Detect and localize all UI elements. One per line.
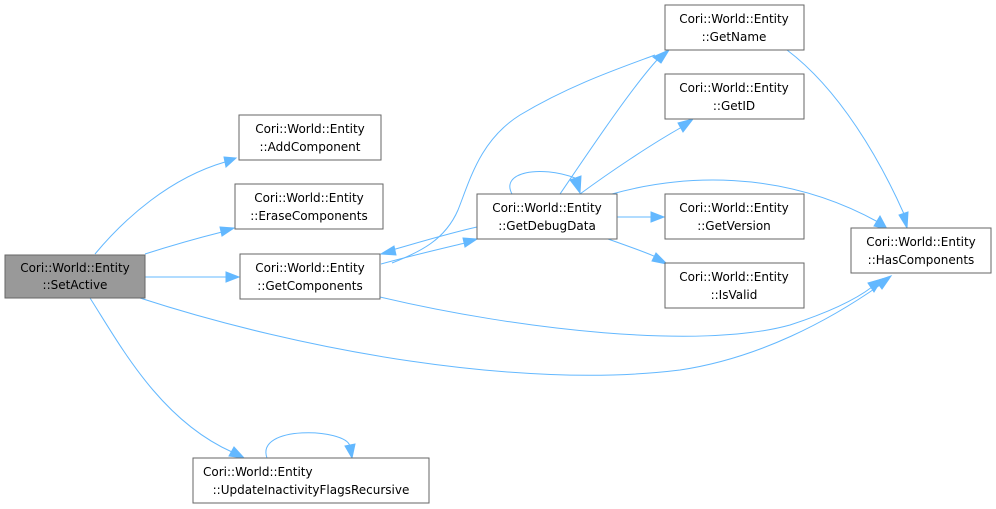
- node-getid-line2: ::GetID: [713, 99, 755, 113]
- nodes: Cori::World::Entity ::SetActive Cori::Wo…: [4, 4, 992, 504]
- edge-getdebugdata-getcomponents: [379, 226, 478, 256]
- node-hascomponents-line2: ::HasComponents: [868, 253, 975, 267]
- node-hascomponents-line1: Cori::World::Entity: [866, 235, 976, 249]
- node-getname-line1: Cori::World::Entity: [679, 12, 789, 26]
- edge-updateinactivity-self: [265, 432, 356, 460]
- node-erasecomponents-line2: ::EraseComponents: [250, 209, 368, 223]
- node-addcomponent-line2: ::AddComponent: [260, 140, 361, 154]
- node-getcomponents-line1: Cori::World::Entity: [255, 261, 365, 275]
- node-getcomponents-line2: ::GetComponents: [257, 279, 362, 293]
- node-setactive[interactable]: Cori::World::Entity ::SetActive: [4, 254, 146, 299]
- edge-setactive-hascomponents: [139, 275, 893, 376]
- edge-getcomponents-getname: [391, 54, 656, 264]
- edge-getdebugdata-self: [509, 171, 582, 195]
- node-isvalid-line1: Cori::World::Entity: [679, 270, 789, 284]
- edge-setactive-erasecomponents: [144, 226, 236, 255]
- node-getcomponents[interactable]: Cori::World::Entity ::GetComponents: [239, 253, 381, 300]
- node-getdebugdata-line1: Cori::World::Entity: [492, 201, 602, 215]
- edge-setactive-getcomponents: [145, 271, 241, 283]
- edge-getdebugdata-getid: [579, 118, 695, 195]
- node-getname-line2: ::GetName: [702, 30, 767, 44]
- edges: [89, 48, 909, 460]
- node-getversion[interactable]: Cori::World::Entity ::GetVersion: [664, 193, 805, 240]
- node-getdebugdata[interactable]: Cori::World::Entity ::GetDebugData: [476, 193, 618, 240]
- edge-setactive-updateinactivity: [89, 297, 246, 459]
- node-setactive-line1: Cori::World::Entity: [20, 261, 130, 275]
- edge-setactive-addcomponent: [94, 156, 238, 255]
- node-getid[interactable]: Cori::World::Entity ::GetID: [664, 73, 805, 120]
- edge-getdebugdata-getname: [559, 48, 671, 195]
- node-addcomponent[interactable]: Cori::World::Entity ::AddComponent: [238, 114, 382, 161]
- node-isvalid-line2: ::IsValid: [711, 288, 758, 302]
- edge-getcomponents-getdebugdata: [380, 237, 479, 265]
- edge-getname-hascomponents: [786, 49, 909, 230]
- node-addcomponent-line1: Cori::World::Entity: [255, 122, 365, 136]
- node-erasecomponents-line1: Cori::World::Entity: [254, 191, 364, 205]
- node-hascomponents[interactable]: Cori::World::Entity ::HasComponents: [850, 227, 992, 274]
- node-erasecomponents[interactable]: Cori::World::Entity ::EraseComponents: [234, 183, 384, 230]
- node-getdebugdata-line2: ::GetDebugData: [498, 219, 596, 233]
- node-setactive-line2: ::SetActive: [43, 278, 108, 292]
- node-isvalid[interactable]: Cori::World::Entity ::IsValid: [664, 262, 805, 309]
- node-getversion-line2: ::GetVersion: [697, 219, 771, 233]
- node-getversion-line1: Cori::World::Entity: [679, 201, 789, 215]
- node-updateinactivity-line2: ::UpdateInactivityFlagsRecursive: [213, 483, 410, 497]
- node-getname[interactable]: Cori::World::Entity ::GetName: [664, 4, 805, 51]
- node-getid-line1: Cori::World::Entity: [679, 81, 789, 95]
- node-updateinactivity-line1: Cori::World::Entity: [203, 465, 313, 479]
- node-updateinactivity[interactable]: Cori::World::Entity ::UpdateInactivityFl…: [192, 457, 430, 504]
- edge-getcomponents-hascomponents: [379, 278, 884, 337]
- edge-getdebugdata-isvalid: [607, 238, 669, 265]
- edge-getdebugdata-getversion: [617, 211, 666, 223]
